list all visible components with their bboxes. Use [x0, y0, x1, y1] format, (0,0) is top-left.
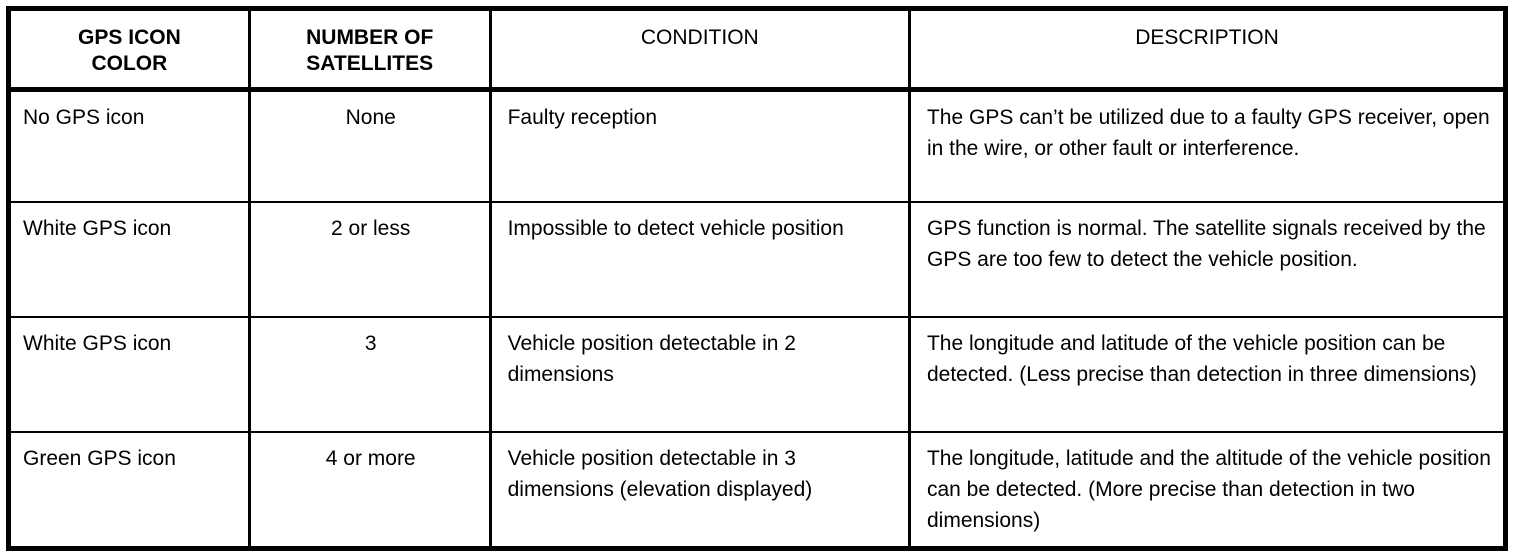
cell-description: The longitude and latitude of the vehicl…	[909, 316, 1506, 433]
table-row: No GPS icon None Faulty reception The GP…	[8, 89, 1506, 203]
table-row: White GPS icon 3 Vehicle position detect…	[8, 316, 1506, 433]
cell-condition: Faulty reception	[490, 89, 911, 203]
table-row: Green GPS icon 4 or more Vehicle positio…	[8, 431, 1506, 548]
cell-number-of-satellites: 4 or more	[249, 431, 492, 548]
cell-description: GPS function is normal. The satellite si…	[909, 201, 1506, 318]
table-header: GPS ICON COLOR NUMBER OF SATELLITES COND…	[8, 8, 1506, 92]
cell-gps-icon-color: Green GPS icon	[8, 431, 251, 548]
gps-status-table: GPS ICON COLOR NUMBER OF SATELLITES COND…	[6, 6, 1508, 551]
column-header-gps-icon-color-line1: GPS ICON	[78, 26, 181, 49]
table-body: No GPS icon None Faulty reception The GP…	[8, 89, 1506, 548]
column-header-description-label: DESCRIPTION	[1135, 26, 1279, 49]
cell-number-of-satellites: None	[249, 89, 492, 203]
cell-description: The longitude, latitude and the altitude…	[926, 446, 1491, 532]
column-header-number-of-satellites-line2: SATELLITES	[306, 52, 434, 75]
column-header-number-of-satellites-line1: NUMBER OF	[306, 26, 434, 49]
cell-condition: Impossible to detect vehicle position	[490, 201, 911, 318]
column-header-gps-icon-color-line2: COLOR	[91, 52, 168, 75]
column-header-condition: CONDITION	[490, 8, 911, 92]
cell-condition: Vehicle position detectable in 2 dimensi…	[490, 316, 911, 433]
cell-gps-icon-color: No GPS icon	[8, 89, 251, 203]
column-header-gps-icon-color: GPS ICON COLOR	[8, 8, 251, 92]
cell-number-of-satellites: 2 or less	[249, 201, 492, 318]
cell-gps-icon-color: White GPS icon	[8, 201, 251, 318]
column-header-description: DESCRIPTION	[909, 8, 1506, 92]
table-header-row: GPS ICON COLOR NUMBER OF SATELLITES COND…	[8, 8, 1506, 92]
cell-condition: Vehicle position detectable in 3 dimensi…	[490, 431, 911, 548]
column-header-number-of-satellites: NUMBER OF SATELLITES	[249, 8, 492, 92]
cell-gps-icon-color: White GPS icon	[8, 316, 251, 433]
cell-number-of-satellites: 3	[249, 316, 492, 433]
table-row: White GPS icon 2 or less Impossible to d…	[8, 201, 1506, 318]
cell-description: The GPS can’t be utilized due to a fault…	[909, 89, 1506, 203]
column-header-condition-label: CONDITION	[640, 26, 759, 49]
